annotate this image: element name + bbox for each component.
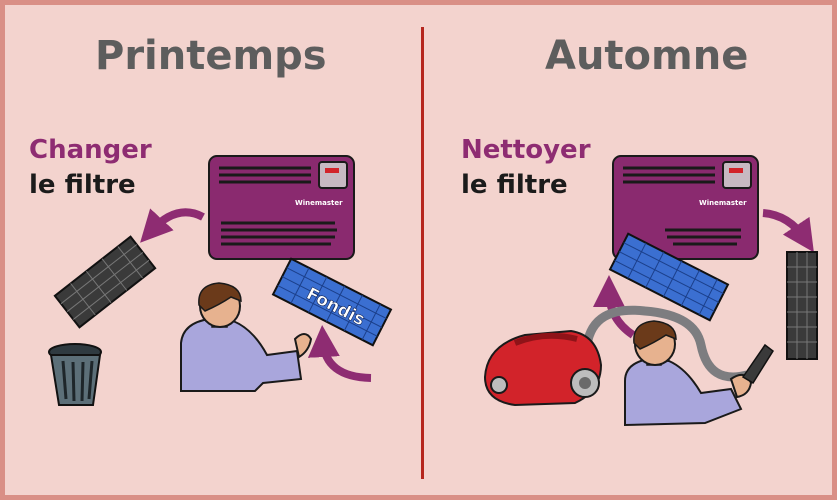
- unit-brand-left: Winemaster: [295, 199, 343, 207]
- new-filter: Fondis: [271, 257, 393, 347]
- spring-action-object: le filtre: [29, 170, 136, 200]
- vacuum-hose: [582, 305, 749, 382]
- panel-divider: [421, 27, 424, 479]
- trash-bin-icon: [48, 343, 102, 406]
- autumn-action-verb: Nettoyer: [461, 135, 591, 165]
- old-filter: [53, 235, 157, 329]
- arrow-insert-filter: [307, 325, 372, 382]
- vacuum-cleaner-icon: [483, 329, 603, 407]
- autumn-caption: Nettoyer le filtre: [461, 133, 591, 203]
- autumn-title: Automne: [545, 33, 749, 79]
- unit-brand-right: Winemaster: [699, 199, 747, 207]
- spring-action-verb: Changer: [29, 135, 152, 165]
- spring-caption: Changer le filtre: [29, 133, 152, 203]
- cooling-unit-right: Winemaster: [612, 155, 759, 260]
- vacuum-nozzle: [741, 343, 775, 385]
- technician-left: [180, 282, 313, 392]
- arrow-to-grille: [762, 209, 814, 253]
- technician-right: [624, 320, 775, 427]
- autumn-action-object: le filtre: [461, 170, 568, 200]
- cooling-unit-left: Winemaster: [208, 155, 355, 260]
- scene-artwork: Winemaster: [48, 155, 818, 427]
- spring-title: Printemps: [95, 33, 327, 79]
- arrow-remove-filter: [140, 208, 205, 243]
- dark-filter-right: [786, 251, 818, 360]
- filter-being-cleaned: [608, 232, 730, 322]
